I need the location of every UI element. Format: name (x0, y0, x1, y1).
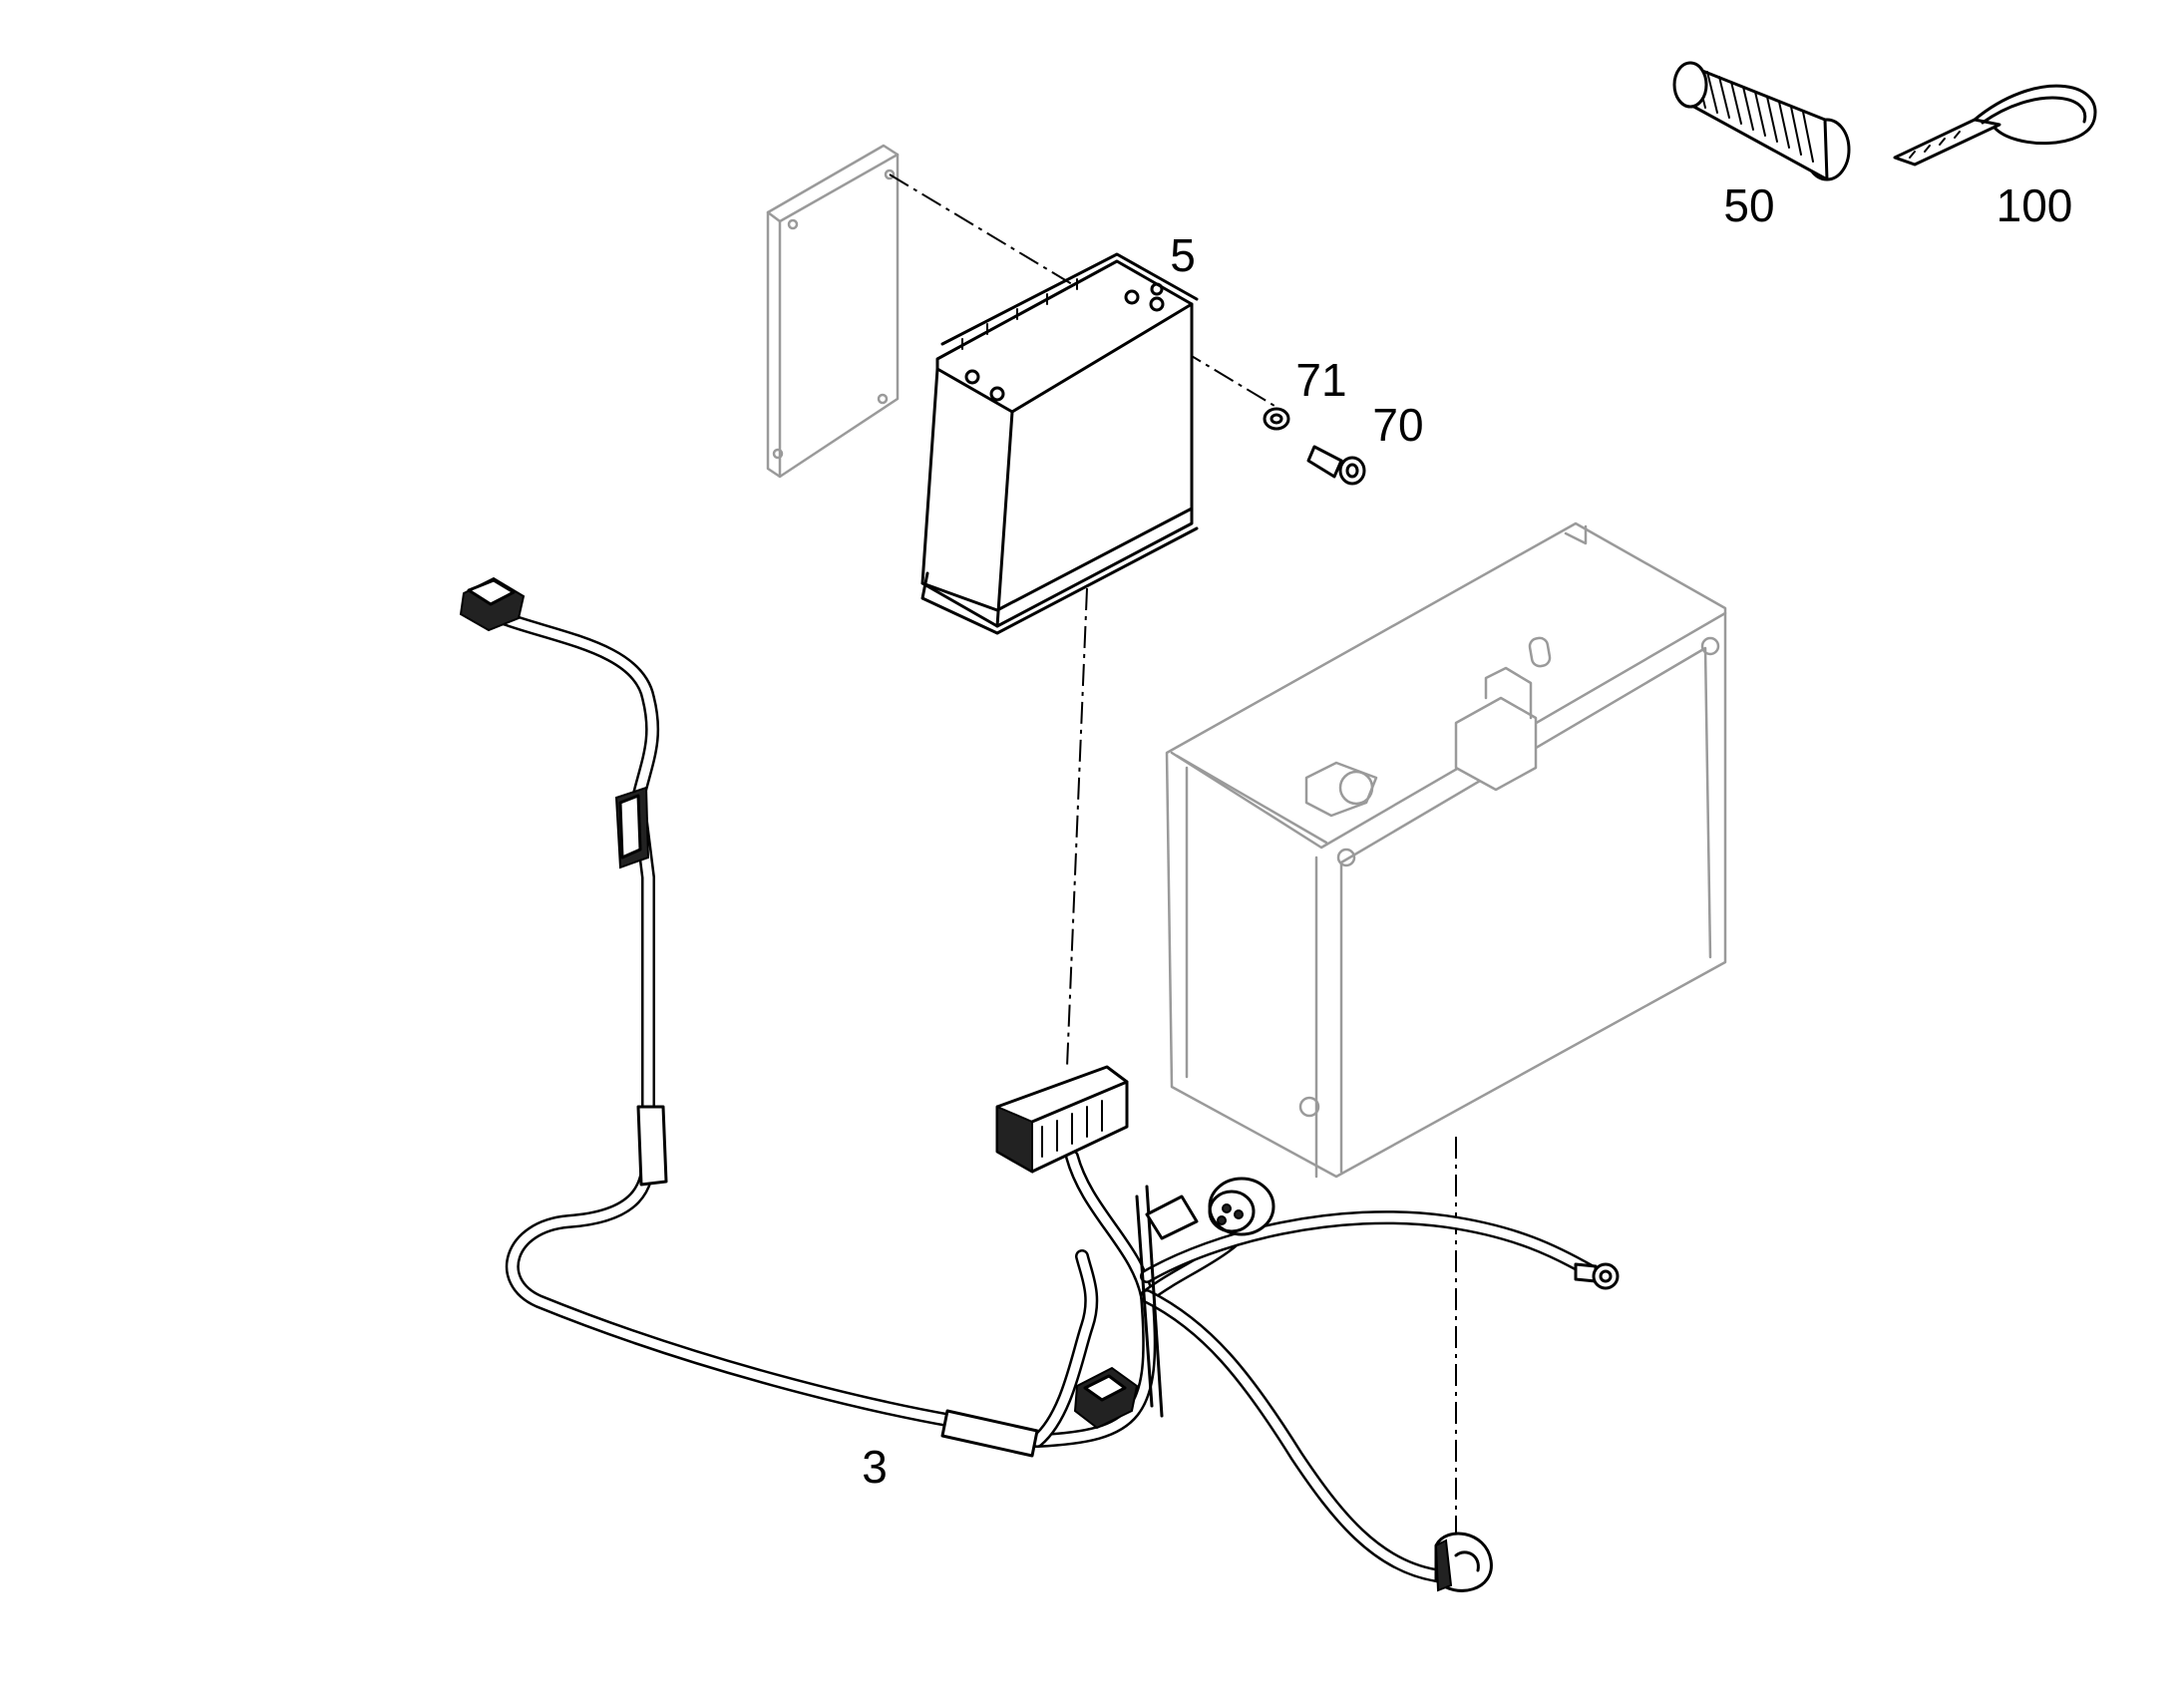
harness-cable-clip (1434, 1532, 1493, 1592)
cable-tie (1893, 84, 2097, 167)
harness-round-socket (1145, 1177, 1275, 1240)
washer (1263, 407, 1290, 431)
part-callouts: 50 100 5 71 70 3 (862, 179, 2072, 1493)
corrugated-tube (1672, 61, 1851, 181)
callout-control-unit: 5 (1170, 229, 1196, 281)
harness-small-connector (1073, 1366, 1139, 1430)
callout-screw: 70 (1372, 399, 1423, 451)
callout-corrugated-tube: 50 (1723, 179, 1774, 231)
battery-box (1165, 521, 1727, 1179)
harness-connector-top-left (459, 576, 526, 632)
harness-inline-connector (614, 786, 650, 869)
callout-cable-tie: 100 (1997, 179, 2073, 231)
mounting-plate (766, 144, 900, 479)
harness-ring-terminal (1574, 1262, 1620, 1290)
screw (1306, 445, 1366, 486)
callout-wiring-harness: 3 (862, 1441, 888, 1493)
control-unit (920, 252, 1199, 635)
harness-multi-pin-connector (995, 1065, 1129, 1174)
callout-washer: 71 (1295, 354, 1346, 406)
wiring-harness (459, 576, 1620, 1592)
